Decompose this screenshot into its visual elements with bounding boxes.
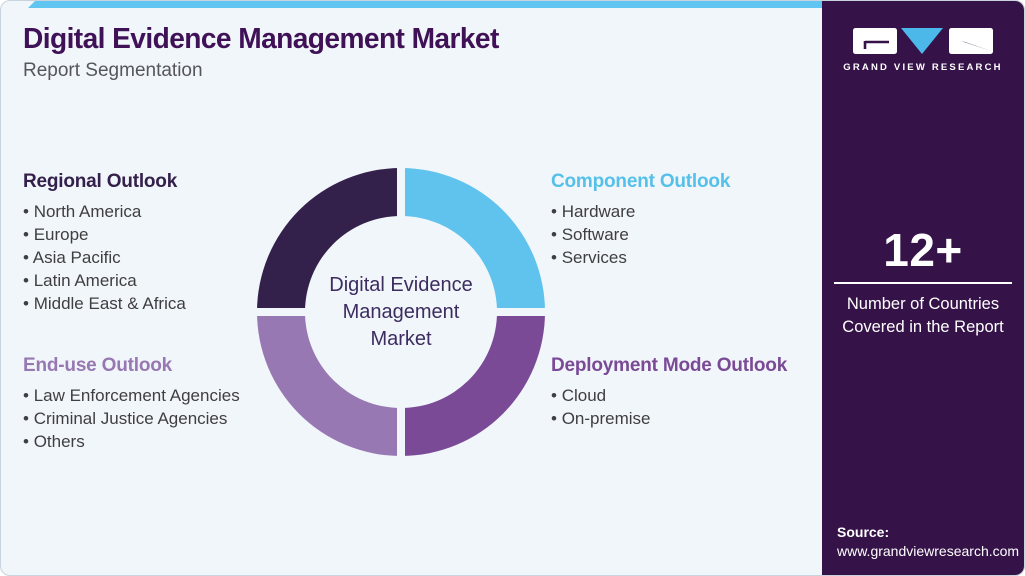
section-heading: Component Outlook xyxy=(551,171,731,192)
stat-caption: Number of Countries Covered in the Repor… xyxy=(842,295,1004,336)
section-regional-outlook: Regional Outlook North America Europe As… xyxy=(23,171,273,315)
list-item: Law Enforcement Agencies xyxy=(23,384,293,407)
list-item: Services xyxy=(551,246,801,269)
stat-block: 12+ Number of Countries Covered in the R… xyxy=(822,223,1024,339)
section-list: Cloud On-premise xyxy=(551,384,831,430)
section-heading: End-use Outlook xyxy=(23,355,173,376)
section-deployment-outlook: Deployment Mode Outlook Cloud On-premise xyxy=(551,355,831,430)
section-heading: Regional Outlook xyxy=(23,171,178,192)
brand-sidebar: GRAND VIEW RESEARCH 12+ Number of Countr… xyxy=(822,1,1024,575)
list-item: Hardware xyxy=(551,200,801,223)
gvr-logo-icon xyxy=(853,28,993,54)
section-list: Law Enforcement Agencies Criminal Justic… xyxy=(23,384,293,453)
section-list: Hardware Software Services xyxy=(551,200,801,269)
stat-value: 12+ xyxy=(883,224,963,276)
brand-logo: GRAND VIEW RESEARCH xyxy=(822,28,1024,73)
list-item: Latin America xyxy=(23,269,273,292)
section-component-outlook: Component Outlook Hardware Software Serv… xyxy=(551,171,801,269)
list-item: Criminal Justice Agencies xyxy=(23,407,293,430)
top-accent-bar xyxy=(28,1,822,8)
list-item: North America xyxy=(23,200,273,223)
page-subtitle: Report Segmentation xyxy=(23,60,203,81)
donut-center-label: Digital Evidence Management Market xyxy=(329,273,473,350)
list-item: Software xyxy=(551,223,801,246)
stat-divider xyxy=(834,282,1012,284)
list-item: Cloud xyxy=(551,384,831,407)
list-item: Others xyxy=(23,430,293,453)
main-panel: Digital Evidence Management Market Repor… xyxy=(1,1,822,575)
section-list: North America Europe Asia Pacific Latin … xyxy=(23,200,273,315)
donut-center: Digital Evidence Management Market xyxy=(305,216,497,408)
list-item: Asia Pacific xyxy=(23,246,273,269)
list-item: On-premise xyxy=(551,407,831,430)
section-enduse-outlook: End-use Outlook Law Enforcement Agencies… xyxy=(23,355,293,453)
list-item: Europe xyxy=(23,223,273,246)
donut-chart: Digital Evidence Management Market xyxy=(257,168,545,456)
source-block: Source: www.grandviewresearch.com xyxy=(837,523,1019,561)
page-title: Digital Evidence Management Market xyxy=(23,23,499,55)
header: Digital Evidence Management Market Repor… xyxy=(23,23,513,82)
list-item: Middle East & Africa xyxy=(23,292,273,315)
section-heading: Deployment Mode Outlook xyxy=(551,355,788,376)
source-url: www.grandviewresearch.com xyxy=(837,543,1020,559)
source-label: Source: xyxy=(837,524,890,540)
brand-name: GRAND VIEW RESEARCH xyxy=(843,62,1003,73)
